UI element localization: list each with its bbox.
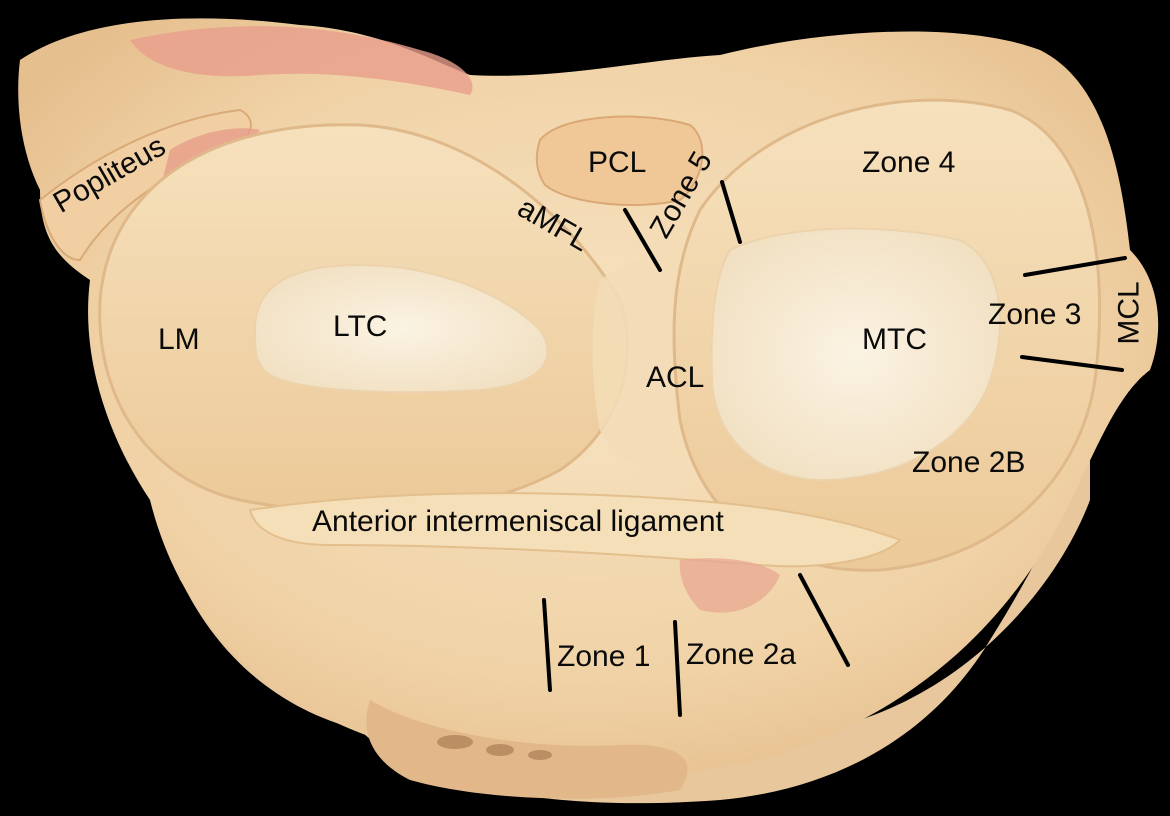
vascular-foramen-1 (437, 735, 473, 749)
zone-boundary-lines (542, 180, 1127, 717)
vascular-foramen-3 (528, 750, 552, 760)
anterior-intermeniscal-ligament-shape (248, 492, 902, 568)
zone1-2a-line (673, 620, 682, 717)
label-zone1: Zone 1 (557, 640, 651, 673)
label-zone3: Zone 3 (988, 298, 1082, 331)
zone5-line-left (623, 208, 662, 272)
pcl-bundle-shape (535, 115, 704, 206)
label-lm: LM (158, 323, 200, 356)
posterior-soft-tissue (130, 26, 473, 95)
label-acl: ACL (646, 361, 705, 394)
tibial-undersurface-shape (366, 700, 688, 799)
zone2a-2b-line (798, 573, 850, 667)
label-zone2a: Zone 2a (686, 638, 797, 671)
label-zone4: Zone 4 (862, 146, 956, 179)
zone1-line-left (542, 598, 552, 692)
anterior-recess-shape (679, 558, 780, 613)
label-anterior-intermeniscal-ligament: Anterior intermeniscal ligament (312, 505, 724, 538)
label-pcl: PCL (588, 146, 647, 179)
vascular-foramen-2 (486, 744, 514, 756)
medial-tibial-cartilage-shape (710, 227, 1001, 482)
zone5-line-right (720, 180, 742, 244)
label-zone2b: Zone 2B (912, 446, 1026, 479)
label-ltc: LTC (333, 310, 388, 343)
label-mcl: MCL (1112, 281, 1146, 345)
zone3-line-top (1023, 256, 1127, 277)
label-mtc: MTC (862, 323, 927, 356)
lateral-tibial-cartilage-shape (253, 263, 549, 394)
zone3-line-bottom (1020, 355, 1124, 372)
